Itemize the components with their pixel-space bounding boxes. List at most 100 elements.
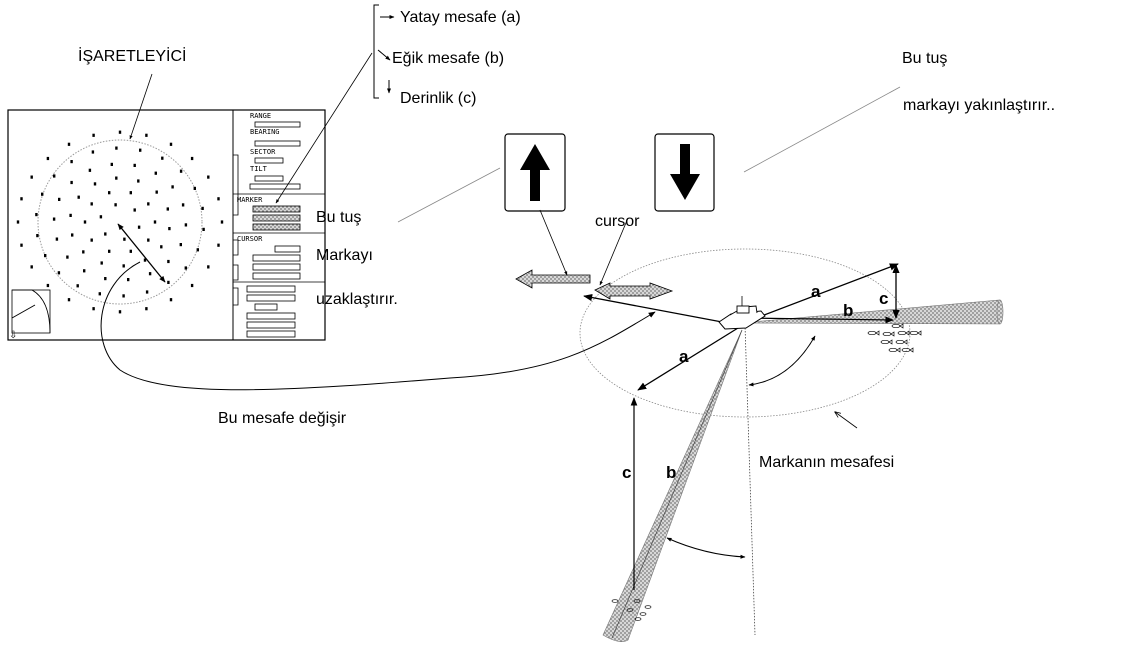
echo-dot [99,215,103,219]
fish-school-icon [867,323,922,353]
echo-dot [30,175,33,179]
echo-dot [88,168,92,172]
sonar-beam-right [739,299,1003,325]
echo-dot [71,233,74,237]
echo-dot [133,163,136,167]
echo-dot [20,197,23,201]
echo-dot [145,133,148,137]
marker-ring [37,139,203,305]
echo-dot [160,245,163,249]
echo-dot [36,234,39,238]
echo-dot [207,175,210,179]
down-arrow-key-icon [670,144,700,200]
echo-dot [108,191,111,195]
down-key-desc-line1: Bu tuş [902,50,947,67]
sonar-screen: ⇩ RANGE BEARING SECTOR TILT MARKER CURSO… [7,109,326,341]
sonar-beam-down [602,329,743,642]
echo-dot [137,225,141,229]
screen-edge-tabs [233,154,239,306]
up-arrow-key[interactable] [504,133,566,212]
echo-dot [44,254,47,258]
marker-title: İŞARETLEYİCİ [78,46,186,65]
echo-dot [139,148,142,152]
menu-sector-label: SECTOR [250,148,276,156]
letter-a-left: a [679,347,689,366]
echo-dot [181,203,185,207]
up-key-desc-line1: Bu tuş [316,209,361,226]
letter-b-left: b [666,463,676,482]
echo-dot [77,195,80,199]
echo-dot [133,208,136,212]
echo-dot [169,298,173,302]
echo-dot [41,192,44,196]
menu-marker-label: MARKER [237,196,263,204]
echo-dot [52,217,56,221]
echo-dot [16,220,20,224]
echo-dot [171,185,174,189]
echo-dot [122,264,125,268]
echo-dot [67,298,71,302]
cursor-label: cursor [595,213,640,230]
echo-dot [190,283,194,288]
echo-dot [66,255,69,259]
echo-dot [129,191,132,195]
echo-dot [154,171,157,175]
echo-dot [137,179,140,183]
echo-dot [104,277,107,281]
marker-range-ellipse [579,248,911,418]
echo-dot [35,213,38,217]
boat-icon [718,296,766,330]
echo-dot [90,202,93,206]
echo-dot [193,186,196,190]
echo-dot [220,220,224,224]
up-arrow-key-icon [520,144,550,201]
echo-dot [167,280,170,284]
echo-dot [100,261,103,265]
echo-dot [207,265,210,269]
echo-dot [110,162,113,166]
echo-dot [104,232,107,236]
echo-dot [118,130,122,134]
echo-dot [58,197,61,201]
echo-dot [67,142,71,146]
echo-dot [196,248,199,252]
echo-dot [201,206,204,210]
echo-dot [167,259,170,264]
echo-dot [118,310,122,314]
menu-tilt-label: TILT [250,165,268,173]
legend-slant-distance: Eğik mesafe (b) [392,50,504,67]
letter-c-right: c [879,289,888,308]
echo-dot [184,266,187,270]
menu-cursor-label: CURSOR [237,235,263,243]
echo-dot [98,292,101,296]
letter-c-left: c [622,463,631,482]
distance-legend: Yatay mesafe (a) Eğik mesafe (b) Derinli… [275,4,521,204]
marker-distance-label: Markanın mesafesi [759,454,894,471]
echo-dot [168,227,171,231]
echo-dot [70,180,73,185]
echo-dot [46,283,50,288]
echo-dot [83,269,86,273]
echo-dot [184,223,188,227]
menu-range-label: RANGE [250,112,271,120]
connector-curve [100,261,656,391]
echo-dot [190,156,194,161]
echo-dot [148,272,152,276]
echo-dot [155,190,158,194]
down-arrow-key[interactable] [654,133,715,212]
up-key-desc-line3: uzaklaştırır. [316,291,398,308]
echo-dot [90,238,93,242]
echo-dot [83,220,87,224]
echo-dot [55,237,59,241]
echo-dot [114,203,117,207]
echo-dot [115,176,118,180]
echo-dot [145,290,149,294]
echo-dot [20,243,23,247]
echo-dot [57,271,61,275]
echo-dot [76,284,79,288]
echo-dot [129,249,132,253]
echo-dot [46,156,50,161]
echo-dot [179,169,183,173]
cursor-double-arrow-2 [594,282,674,300]
